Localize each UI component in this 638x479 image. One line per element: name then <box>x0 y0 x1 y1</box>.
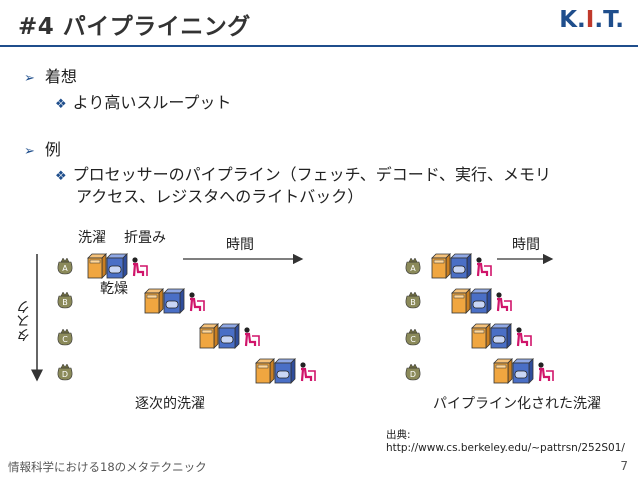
bullet-idea: ➢着想 <box>24 67 77 86</box>
bag-d-icon: D <box>405 363 421 381</box>
label-fold: 折畳み <box>124 230 166 246</box>
label-time-sequential: 時間 <box>226 237 254 253</box>
svg-text:D: D <box>410 370 416 379</box>
svg-text:B: B <box>410 298 416 307</box>
label-time-pipelined: 時間 <box>512 237 540 253</box>
svg-text:D: D <box>62 370 68 379</box>
bag-b-icon: B <box>57 291 73 309</box>
arrow-bullet-icon: ➢ <box>24 144 35 159</box>
bag-c-icon: C <box>405 328 421 346</box>
bag-c-icon: C <box>57 328 73 346</box>
svg-text:C: C <box>410 335 416 344</box>
svg-text:A: A <box>62 264 68 273</box>
pipelined-task-c <box>471 323 533 349</box>
arrow-bullet-icon: ➢ <box>24 71 35 86</box>
sequential-task-c <box>199 323 261 349</box>
svg-text:B: B <box>62 298 68 307</box>
label-pipelined-laundry: パイプライン化された洗濯 <box>433 396 601 412</box>
bag-a-icon: A <box>405 257 421 275</box>
pipelined-task-d <box>493 358 555 384</box>
sequential-task-a <box>87 253 149 279</box>
bag-a-icon: A <box>57 257 73 275</box>
label-sequential-laundry: 逐次的洗濯 <box>135 396 205 412</box>
sequential-task-d <box>255 358 317 384</box>
label-wash: 洗濯 <box>78 230 106 246</box>
sequential-task-b <box>144 288 206 314</box>
kit-logo: K.I.T. <box>559 7 624 33</box>
svg-text:A: A <box>410 264 416 273</box>
page-number: 7 <box>620 459 628 473</box>
bullet-example-sub-cont: アクセス、レジスタへのライトバック） <box>76 187 364 206</box>
diamond-bullet-icon: ❖ <box>55 169 67 184</box>
bullet-example-sub: ❖プロセッサーのパイプライン（フェッチ、デコード、実行、メモリ <box>55 165 552 184</box>
source-citation: 出典: http://www.cs.berkeley.edu/~pattrsn/… <box>386 429 625 454</box>
bag-d-icon: D <box>57 363 73 381</box>
slide-title: #4 パイプライニング <box>18 14 251 40</box>
pipelined-task-b <box>451 288 513 314</box>
label-dry: 乾燥 <box>100 281 128 297</box>
svg-text:C: C <box>62 335 68 344</box>
footer-text: 情報科学における18のメタテクニック <box>8 460 207 474</box>
bag-b-icon: B <box>405 291 421 309</box>
pipelined-task-a <box>431 253 493 279</box>
diamond-bullet-icon: ❖ <box>55 97 67 112</box>
bullet-idea-sub: ❖より高いスループット <box>55 93 232 112</box>
bullet-example: ➢例 <box>24 140 61 159</box>
title-divider <box>0 45 638 47</box>
